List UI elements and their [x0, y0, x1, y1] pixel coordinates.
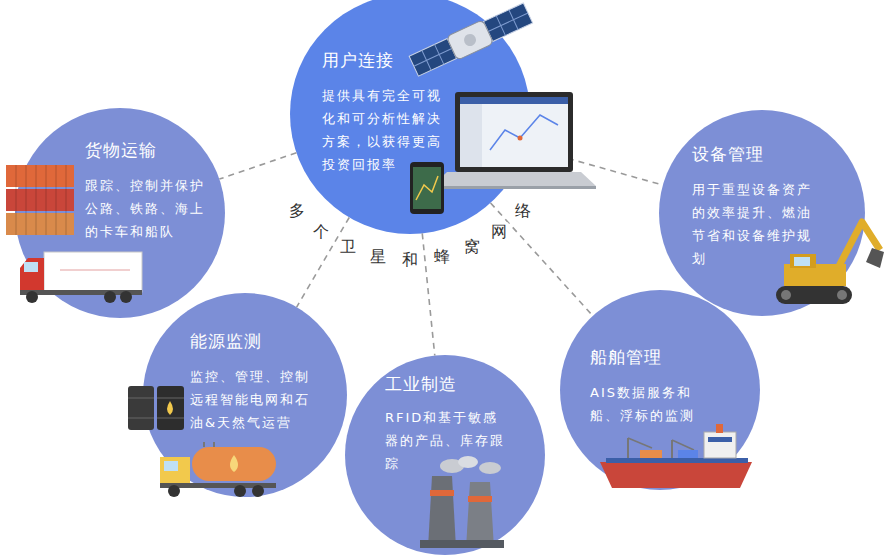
circle-title: 工业制造: [385, 372, 545, 396]
tablet-icon: [410, 162, 444, 214]
arc-character: 蜂: [432, 247, 451, 267]
arc-character: 卫: [339, 237, 358, 257]
dashed-connector: [297, 217, 350, 307]
circle-fill: [15, 108, 225, 318]
topic-circle: 能源监测监控、管理、控制远程智能电网和石油&天然气运营: [143, 293, 347, 497]
topic-circle: 用户连接提供具有完全可视化和可分析性解决方案，以获得更高投资回报率: [290, 0, 530, 234]
circle-description: 用于重型设备资产的效率提升、燃油节省和设备维护规划: [692, 178, 816, 270]
circle-fill: [560, 290, 760, 490]
circle-fill: [659, 110, 865, 316]
container-stack-icon: [6, 165, 74, 235]
circle-fill: [143, 293, 347, 497]
topic-circle: 工业制造 RFID和基于敏感器的产品、库存跟踪: [345, 355, 545, 555]
circle-description: 跟踪、控制并保护公路、铁路、海上的卡车和船队: [85, 174, 209, 243]
arc-character: 星: [369, 247, 388, 267]
circle-description: 提供具有完全可视化和可分析性解决方案，以获得更高投资回报率: [322, 84, 446, 176]
circle-description: AIS数据服务和船、浮标的监测: [590, 381, 714, 427]
arc-character: 络: [514, 201, 533, 221]
circle-title: 船舶管理: [590, 345, 760, 369]
circle-title: 能源监测: [190, 329, 347, 353]
arc-character: 窝: [462, 237, 481, 257]
arc-character: 和: [401, 250, 420, 270]
topic-circle: 货物运输跟踪、控制并保护公路、铁路、海上的卡车和船队: [15, 108, 225, 318]
circle-title: 设备管理: [692, 142, 865, 166]
topic-circle: 设备管理用于重型设备资产的效率提升、燃油节省和设备维护规划: [659, 110, 865, 316]
arc-character: 网: [490, 222, 509, 242]
laptop-icon: [432, 92, 596, 189]
topic-circle: 船舶管理 AIS数据服务和船、浮标的监测: [560, 290, 760, 490]
circle-description: RFID和基于敏感器的产品、库存跟踪: [385, 406, 509, 475]
dashed-connector: [219, 153, 296, 179]
arc-character: 多: [287, 201, 306, 221]
circle-fill: [345, 355, 545, 555]
dashed-connector: [491, 203, 593, 316]
circle-description: 监控、管理、控制远程智能电网和石油&天然气运营: [190, 365, 314, 434]
circle-title: 用户连接: [322, 48, 530, 72]
circle-fill: [290, 0, 530, 234]
circle-title: 货物运输: [85, 138, 225, 162]
arc-character: 个: [311, 222, 330, 242]
